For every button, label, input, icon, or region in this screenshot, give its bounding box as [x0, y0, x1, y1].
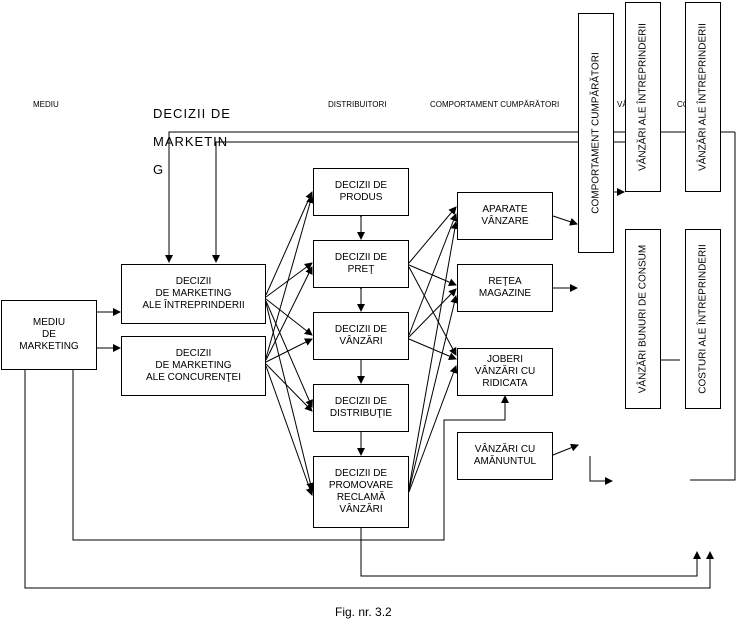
- vbox-vanzari-intreprinderii: VÂNZĂRI ALE ÎNTREPRINDERII: [625, 2, 661, 192]
- vbox-costuri-intreprinderii: COSTURI ALE ÎNTREPRINDERII: [685, 229, 721, 409]
- title-decizii-marketing: DECIZII DE MARKETING: [153, 106, 231, 177]
- box-decizii-intreprinderii: DECIZII DE MARKETING ALE ÎNTREPRINDERII: [121, 264, 266, 324]
- box-decizii-pret: DECIZII DE PREŢ: [313, 240, 409, 288]
- header-comportament: COMPORTAMENT CUMPĂRĂTORI: [430, 100, 560, 109]
- vbox-vanzari-intreprinderii-label: VÂNZĂRI ALE ÎNTREPRINDERII: [637, 23, 649, 171]
- vbox-bunuri-consum: VÂNZĂRI BUNURI DE CONSUM: [625, 229, 661, 409]
- box-aparate-vanzare: APARATE VÂNZARE: [457, 192, 553, 240]
- box-decizii-vanzari: DECIZII DE VÂNZĂRI: [313, 312, 409, 360]
- box-decizii-distributie: DECIZII DE DISTRIBUŢIE: [313, 384, 409, 432]
- header-mediu: MEDIU: [33, 100, 59, 109]
- header-distribuitori: DISTRIBUITORI: [328, 100, 387, 109]
- vbox-comportament-label: COMPORTAMENT CUMPĂRĂTORI: [590, 52, 602, 214]
- box-amanuntul: VÂNZĂRI CU AMĂNUNTUL: [457, 432, 553, 480]
- box-joberi: JOBERI VÂNZĂRI CU RIDICATA: [457, 348, 553, 396]
- box-mediu-marketing: MEDIU DE MARKETING: [1, 300, 97, 370]
- vbox-comportament: COMPORTAMENT CUMPĂRĂTORI: [578, 13, 614, 253]
- box-decizii-produs: DECIZII DE PRODUS: [313, 168, 409, 216]
- vbox-bunuri-consum-label: VÂNZĂRI BUNURI DE CONSUM: [637, 244, 649, 394]
- vbox-costuri-intreprinderii-label: COSTURI ALE ÎNTREPRINDERII: [697, 244, 709, 394]
- vbox-costuri-top-label: VÂNZĂRI ALE ÎNTREPRINDERII: [697, 23, 709, 171]
- box-decizii-concurentei: DECIZII DE MARKETING ALE CONCURENŢEI: [121, 336, 266, 396]
- box-decizii-promovare: DECIZII DE PROMOVARE RECLAMĂ VÂNZĂRI: [313, 456, 409, 528]
- figure-caption: Fig. nr. 3.2: [335, 605, 392, 619]
- box-retea-magazine: REŢEA MAGAZINE: [457, 264, 553, 312]
- vbox-costuri-top: VÂNZĂRI ALE ÎNTREPRINDERII: [685, 2, 721, 192]
